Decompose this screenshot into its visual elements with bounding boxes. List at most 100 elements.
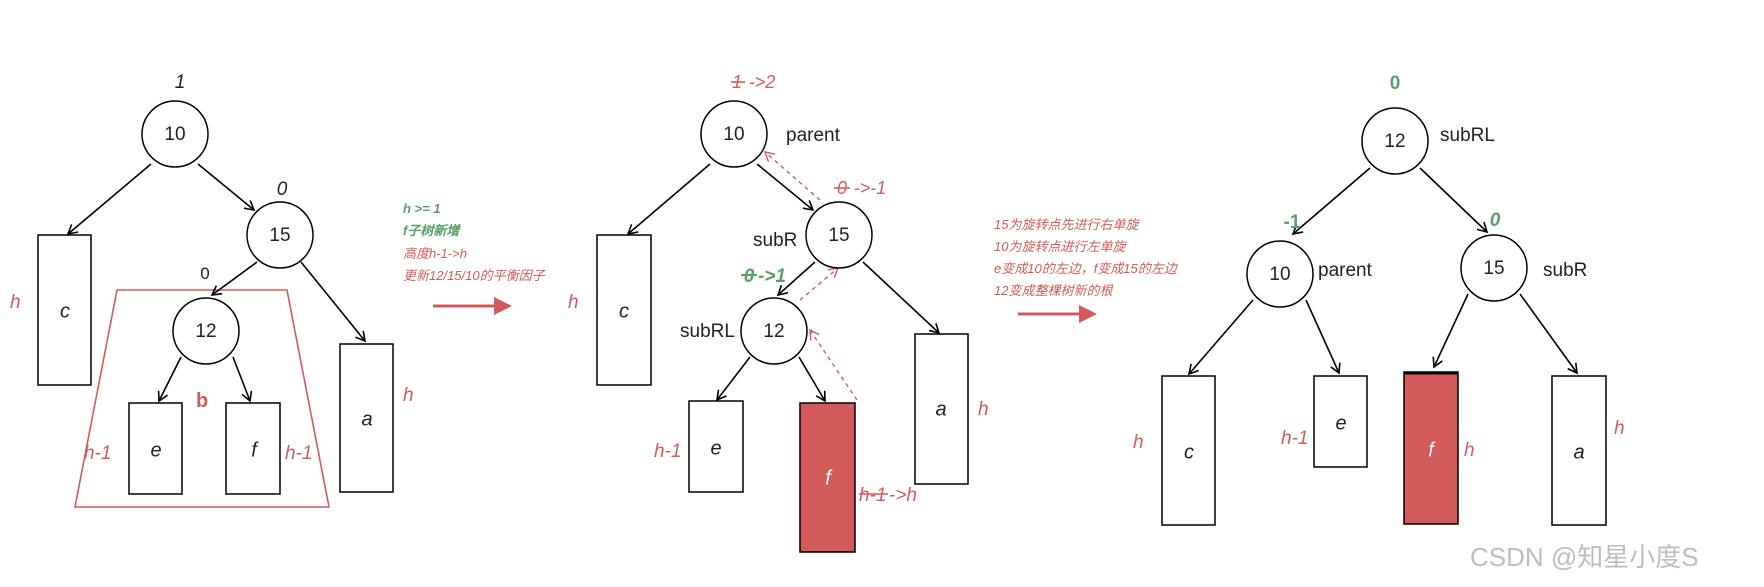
height-f: h	[1464, 440, 1475, 461]
balance-10: 1	[175, 72, 186, 93]
subtree-e-label: e	[1335, 412, 1346, 434]
panel-2-after-insert: c e f a h h-1 h-1 ->h h 10 15 12 parent …	[568, 72, 989, 553]
subtree-c	[596, 234, 652, 386]
subtree-e	[1313, 375, 1368, 468]
role-parent: parent	[1318, 260, 1373, 281]
edge-15-a	[1519, 293, 1578, 375]
node-15	[246, 201, 314, 269]
node-15-value: 15	[1483, 258, 1504, 279]
subtree-f-label: f	[825, 467, 833, 489]
role-subRL: subRL	[1440, 125, 1495, 146]
height-c: h	[1133, 432, 1144, 453]
height-e: h-1	[654, 441, 681, 462]
balance-15: 0	[277, 179, 288, 200]
height-e: h-1	[1281, 428, 1308, 449]
node-12-value: 12	[1384, 131, 1405, 152]
subtree-a	[339, 343, 394, 493]
node-10-value: 10	[723, 124, 744, 145]
update-path-12-to-15	[799, 267, 840, 301]
update-path-f-to-12	[809, 328, 858, 401]
node-12-value: 12	[195, 321, 216, 342]
edge-10-c	[1187, 299, 1254, 376]
node-10	[1246, 240, 1314, 308]
panel-1-initial-tree: b c e f a h h-1 h-1 h 10 15 12 1 0 0	[10, 72, 414, 508]
subtree-c-label: c	[619, 300, 629, 322]
note-1: h >= 1 f子树新增 高度h-1->h 更新12/15/10的平衡因子	[403, 201, 546, 315]
node-10	[700, 100, 768, 168]
balance-15-new: ->-1	[854, 178, 887, 198]
role-subRL: subRL	[680, 321, 735, 342]
height-a: h	[1614, 418, 1625, 439]
edge-12-e	[157, 356, 182, 403]
subtree-a	[914, 333, 969, 485]
node-12-root	[1361, 107, 1429, 175]
note-2-line-3: e变成10的左边，f变成15的左边	[994, 261, 1179, 276]
note-2-line-2: 10为旋转点进行左单旋	[994, 239, 1127, 254]
node-10	[141, 100, 209, 168]
height-f: h-1	[285, 443, 312, 464]
height-c: h	[10, 292, 21, 313]
watermark: CSDN @知星小度S	[1470, 542, 1699, 572]
panel-3-after-rotation: c e f a h h-1 h h 12 10 15 subRL parent …	[1133, 73, 1625, 526]
height-e: h-1	[84, 443, 111, 464]
subtree-a-label: a	[1573, 441, 1584, 463]
balance-12-old: 0	[744, 266, 755, 287]
edge-15-12	[776, 261, 816, 297]
edge-12-f	[232, 356, 253, 403]
subtree-c	[1161, 375, 1216, 526]
edge-12-15	[1419, 167, 1489, 234]
height-a: h	[978, 399, 989, 420]
node-12	[172, 297, 240, 365]
node-10-value: 10	[164, 124, 185, 145]
subtree-a	[1551, 375, 1607, 526]
node-15	[1460, 234, 1528, 302]
node-15-value: 15	[828, 225, 849, 246]
subtree-e	[688, 400, 744, 493]
subtree-e	[128, 402, 183, 495]
subtree-f	[225, 402, 281, 495]
height-c: h	[568, 292, 579, 313]
node-15	[805, 201, 873, 269]
edge-10-c	[66, 163, 152, 236]
subtree-f-grown	[799, 402, 856, 553]
edge-10-15	[197, 163, 256, 212]
role-parent: parent	[786, 125, 841, 146]
subtree-f	[1403, 371, 1459, 525]
balance-12: 0	[200, 264, 209, 283]
edge-15-a	[862, 261, 941, 335]
node-12	[740, 297, 808, 365]
role-subR: subR	[753, 230, 797, 251]
height-f-old: h-1	[859, 485, 886, 506]
balance-15: 0	[1490, 210, 1501, 231]
role-subR: subR	[1543, 260, 1587, 281]
height-f-new: ->h	[889, 485, 917, 506]
subtree-c-label: c	[1184, 441, 1194, 463]
edge-15-f	[1432, 293, 1469, 369]
note-1-line-3: 高度h-1->h	[403, 246, 467, 261]
edge-15-12	[210, 261, 258, 296]
note-1-line-2: f子树新增	[403, 223, 461, 238]
edge-15-a	[300, 261, 367, 343]
note-1-line-1: h >= 1	[403, 201, 441, 216]
subtree-c-label: c	[60, 300, 70, 322]
note-2-line-4: 12变成整棵树新的根	[994, 283, 1113, 298]
node-10-value: 10	[1269, 264, 1290, 285]
edge-12-e	[715, 356, 751, 402]
edge-10-15	[756, 163, 815, 212]
node-12-value: 12	[763, 321, 784, 342]
note-1-arrow-head	[494, 297, 512, 315]
note-2-arrow-head	[1079, 305, 1097, 323]
subtree-a-label: a	[361, 408, 372, 430]
subtree-e-label: e	[710, 437, 721, 459]
balance-10: -1	[1284, 212, 1301, 233]
edge-12-10	[1291, 167, 1371, 236]
balance-12: 0	[1390, 73, 1401, 94]
subtree-group-b-label: b	[196, 390, 208, 412]
balance-12-new: ->1	[758, 266, 786, 287]
subtree-e-label: e	[150, 439, 161, 461]
subtree-f-label: f	[1428, 439, 1436, 461]
note-2: 15为旋转点先进行右单旋 10为旋转点进行左单旋 e变成10的左边，f变成15的…	[994, 217, 1179, 323]
edge-10-e	[1305, 299, 1341, 375]
subtree-c	[37, 234, 92, 386]
